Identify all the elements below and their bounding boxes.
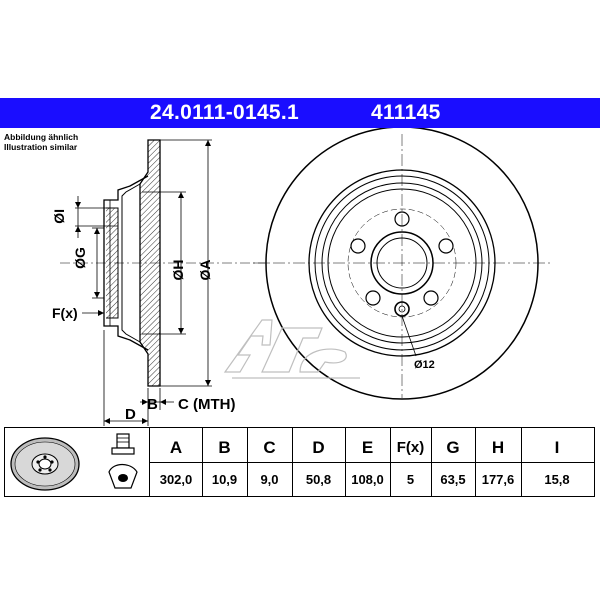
part-number: 24.0111-0145.1 <box>150 101 300 124</box>
col-header-f: F(x) <box>396 439 425 456</box>
label-hole-diameter: Ø12 <box>414 359 435 371</box>
col-header-c: C <box>263 438 276 457</box>
reference-number: 411145 <box>371 101 441 124</box>
col-header-i: I <box>554 438 560 457</box>
note-german: Abbildung ähnlich <box>4 132 79 142</box>
value-d: 50,8 <box>305 472 332 487</box>
label-i: ØI <box>51 209 67 224</box>
value-c: 9,0 <box>260 472 279 487</box>
bolt-icon <box>108 433 138 489</box>
label-f: F(x) <box>52 305 78 321</box>
value-e: 108,0 <box>351 472 384 487</box>
col-header-d: D <box>312 438 325 457</box>
value-b: 10,9 <box>211 472 238 487</box>
table-divider <box>150 462 594 463</box>
value-g: 63,5 <box>440 472 466 487</box>
value-i: 15,8 <box>544 472 570 487</box>
disc-cross-section: ØI ØG F(x) ØH ØA D <box>51 139 270 426</box>
label-c-mth: C (MTH) <box>178 396 235 413</box>
disc-front-view <box>253 128 552 400</box>
header-bar: 24.0111-0145.1 411145 <box>0 98 600 128</box>
label-d: D <box>125 406 136 423</box>
illustration-note: Abbildung ähnlich Illustration similar <box>4 132 78 152</box>
center-bore <box>370 231 434 295</box>
value-h: 177,6 <box>481 472 515 487</box>
col-header-b: B <box>218 438 231 457</box>
note-english: Illustration similar <box>4 142 78 152</box>
col-header-g: G <box>446 438 460 457</box>
label-h: ØH <box>170 260 186 281</box>
label-b: B <box>147 396 158 413</box>
col-header-e: E <box>361 438 374 457</box>
col-header-h: H <box>491 438 505 457</box>
ate-watermark <box>223 319 360 379</box>
outer-rim <box>265 128 539 400</box>
col-header-a: A <box>169 438 183 457</box>
label-g: ØG <box>72 247 88 269</box>
value-f: 5 <box>406 472 415 487</box>
dimension-table: A B C D E F(x) G H I 302,0 10,9 9,0 50,8… <box>4 427 595 497</box>
disc-icon <box>10 437 80 491</box>
value-a: 302,0 <box>159 472 193 487</box>
technical-drawing: ØI ØG F(x) ØH ØA D <box>51 128 552 426</box>
label-a: ØA <box>197 260 213 281</box>
icon-cell <box>5 428 150 496</box>
